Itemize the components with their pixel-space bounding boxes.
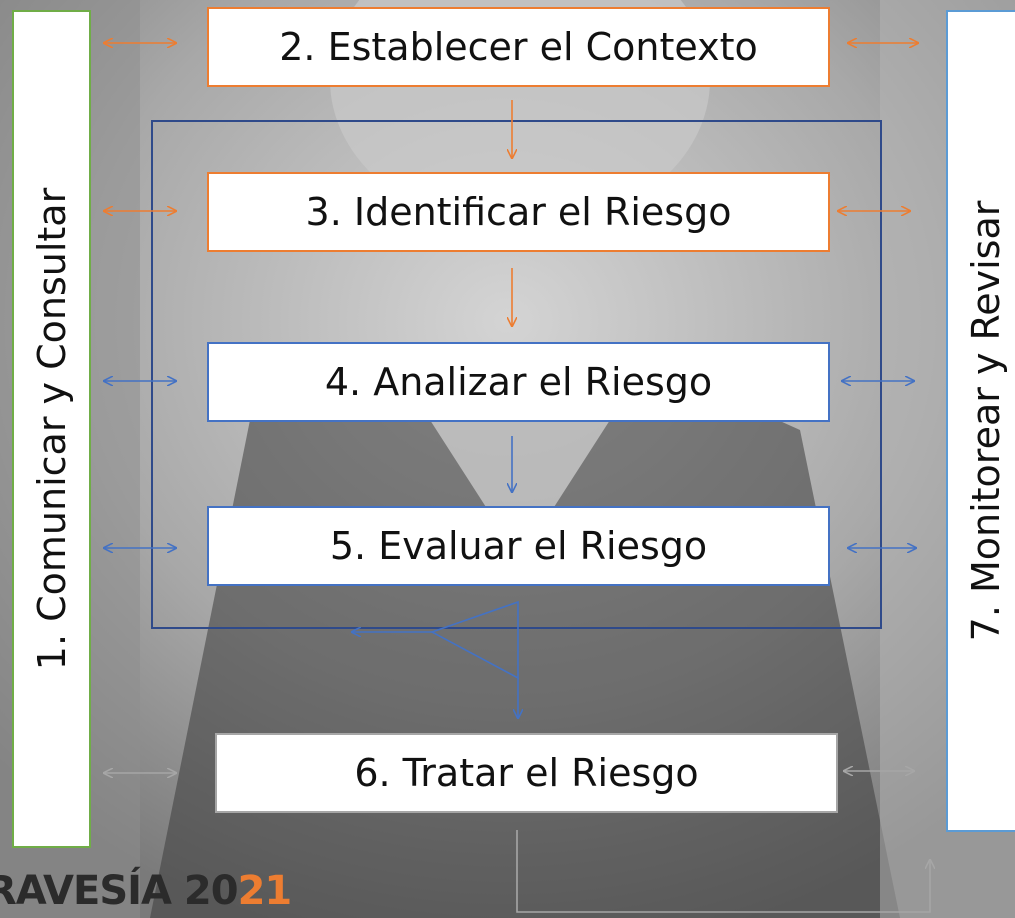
- step-context-box: 2. Establecer el Contexto: [207, 7, 830, 87]
- step-identify-label: 3. Identificar el Riesgo: [305, 190, 732, 234]
- step-evaluate-label: 5. Evaluar el Riesgo: [329, 524, 708, 568]
- step-analyze-box: 4. Analizar el Riesgo: [207, 342, 830, 422]
- communicate-label: 1. Comunicar y Consultar: [29, 187, 74, 671]
- step-analyze-label: 4. Analizar el Riesgo: [324, 360, 713, 404]
- monitor-panel: 7. Monitorear y Revisar: [946, 10, 1015, 832]
- step-identify-box: 3. Identificar el Riesgo: [207, 172, 830, 252]
- logo-text-accent: 21: [237, 868, 293, 914]
- travesia-logo: RAVESÍA 2021: [0, 868, 293, 914]
- step-evaluate-box: 5. Evaluar el Riesgo: [207, 506, 830, 586]
- step-treat-box: 6. Tratar el Riesgo: [215, 733, 838, 813]
- monitor-label: 7. Monitorear y Revisar: [964, 200, 1008, 642]
- step-treat-label: 6. Tratar el Riesgo: [354, 751, 699, 795]
- logo-text-main: RAVESÍA 20: [0, 868, 239, 914]
- step-context-label: 2. Establecer el Contexto: [279, 25, 758, 69]
- communicate-panel: 1. Comunicar y Consultar: [12, 10, 91, 848]
